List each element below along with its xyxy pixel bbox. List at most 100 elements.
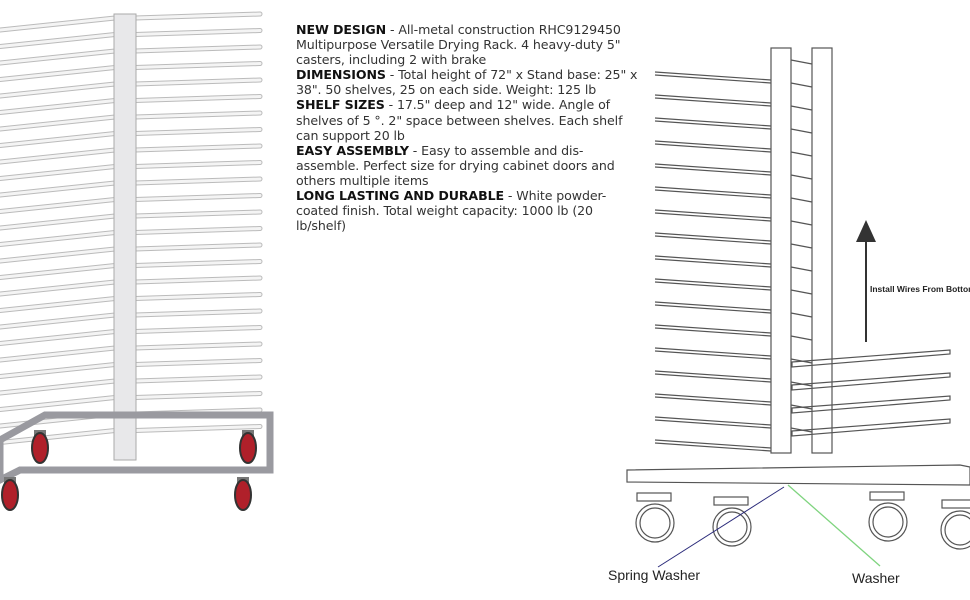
base-frame bbox=[0, 411, 274, 484]
right-shelf-wire-highlight bbox=[133, 392, 262, 399]
caster-wheel bbox=[31, 432, 49, 464]
ladder-rung bbox=[790, 220, 813, 226]
caster-wheel bbox=[635, 503, 675, 543]
ladder-rung bbox=[790, 174, 813, 180]
ladder-rung bbox=[790, 82, 813, 88]
left-shelf-wire bbox=[654, 278, 772, 288]
left-shelf-wire-lower bbox=[654, 74, 772, 84]
caster-wheel bbox=[940, 510, 970, 550]
right-shelf-wire bbox=[791, 418, 951, 437]
left-shelf-wire bbox=[654, 117, 772, 127]
ladder-rung bbox=[790, 151, 813, 157]
left-shelf-wire-lower bbox=[654, 396, 772, 406]
left-shelf-wire-lower bbox=[654, 373, 772, 383]
left-shelf-wire-highlight bbox=[0, 297, 117, 312]
left-shelf-wire-highlight bbox=[0, 280, 117, 296]
drying-rack-photo bbox=[0, 11, 274, 511]
left-shelf-wire-highlight bbox=[0, 165, 117, 180]
right-shelf-wire-highlight bbox=[133, 95, 262, 102]
left-shelf-wire-highlight bbox=[0, 396, 117, 411]
left-shelf-wire-highlight bbox=[0, 181, 117, 197]
left-shelf-wire-highlight bbox=[0, 115, 117, 131]
ladder-rung bbox=[790, 105, 813, 111]
caster-wheel-inner bbox=[944, 514, 970, 546]
spring-washer-leader-line bbox=[657, 486, 785, 568]
feature-durable: LONG LASTING AND DURABLE - White powder-… bbox=[296, 188, 607, 234]
feature-new-design: NEW DESIGN - All-metal construction RHC9… bbox=[296, 22, 621, 68]
base-plate bbox=[626, 464, 970, 486]
right-shelf-wire bbox=[791, 349, 951, 368]
left-shelf-wire-lower bbox=[654, 304, 772, 314]
install-arrow-head bbox=[856, 220, 876, 242]
left-shelf-wire-lower bbox=[654, 235, 772, 245]
left-shelf-wire-lower bbox=[654, 350, 772, 360]
right-shelf-wire-highlight bbox=[133, 78, 262, 86]
ladder-rung bbox=[790, 289, 813, 295]
left-shelf-wire bbox=[654, 255, 772, 265]
left-shelf-wire-lower bbox=[654, 166, 772, 176]
caster-wheel bbox=[239, 432, 257, 464]
left-shelf-wire bbox=[654, 324, 772, 334]
left-shelf-wire-highlight bbox=[0, 346, 117, 362]
caster-wheel bbox=[234, 479, 252, 511]
left-shelf-wire bbox=[654, 163, 772, 173]
left-shelf-wire bbox=[654, 347, 772, 357]
left-shelf-wire bbox=[654, 94, 772, 104]
right-shelf-wire-highlight bbox=[133, 227, 262, 234]
right-shelf-wire-highlight bbox=[133, 260, 262, 267]
caster-wheel-inner bbox=[639, 507, 671, 539]
caster-wheel bbox=[1, 479, 19, 511]
right-shelf-wire-highlight bbox=[133, 161, 262, 168]
left-shelf-wire bbox=[654, 439, 772, 449]
right-shelf-wire-highlight bbox=[133, 111, 262, 119]
caster-wheel bbox=[868, 502, 908, 542]
right-shelf-wire-highlight bbox=[133, 128, 262, 135]
ladder-rung bbox=[790, 197, 813, 203]
left-shelf-wire bbox=[654, 186, 772, 196]
left-shelf-wire-highlight bbox=[0, 82, 117, 98]
right-shelf-wire bbox=[791, 395, 951, 414]
assembly-diagram bbox=[626, 47, 970, 568]
caster-mount bbox=[636, 492, 672, 502]
caster-mount bbox=[941, 499, 970, 509]
right-shelf-wire-highlight bbox=[133, 425, 262, 432]
left-shelf-wire-highlight bbox=[0, 330, 117, 345]
right-shelf-wire-highlight bbox=[133, 375, 262, 383]
left-shelf-wire-highlight bbox=[0, 363, 117, 378]
left-shelf-wire bbox=[654, 71, 772, 81]
left-shelf-wire-lower bbox=[654, 143, 772, 153]
caster-mount bbox=[869, 491, 905, 501]
left-shelf-wire-highlight bbox=[0, 148, 117, 164]
right-shelf-wire-highlight bbox=[133, 144, 262, 152]
left-shelf-wire-highlight bbox=[0, 33, 117, 48]
right-shelf-wire-highlight bbox=[133, 29, 262, 36]
left-shelf-wire-lower bbox=[654, 281, 772, 291]
ladder-rung bbox=[790, 128, 813, 134]
right-shelf-wire-highlight bbox=[133, 342, 262, 350]
left-shelf-wire-lower bbox=[654, 97, 772, 107]
left-shelf-wire-highlight bbox=[0, 198, 117, 213]
right-shelf-wire-highlight bbox=[133, 243, 262, 251]
left-shelf-wire-highlight bbox=[0, 379, 117, 395]
ladder-rung bbox=[790, 266, 813, 272]
left-shelf-wire-lower bbox=[654, 120, 772, 130]
right-shelf-wire-highlight bbox=[133, 62, 262, 69]
left-shelf-wire-lower bbox=[654, 189, 772, 199]
left-shelf-wire-highlight bbox=[0, 231, 117, 246]
left-shelf-wire-highlight bbox=[0, 99, 117, 114]
right-shelf-wire bbox=[791, 372, 951, 391]
caster-wheel-inner bbox=[872, 506, 904, 538]
left-shelf-wire bbox=[654, 393, 772, 403]
right-shelf-wire-highlight bbox=[133, 45, 262, 53]
left-shelf-wire-lower bbox=[654, 419, 772, 429]
washer-label: Washer bbox=[852, 570, 900, 586]
left-shelf-wire bbox=[654, 140, 772, 150]
left-shelf-wire-highlight bbox=[0, 16, 117, 32]
washer-leader-line bbox=[787, 484, 881, 567]
left-shelf-wire bbox=[654, 301, 772, 311]
right-shelf-wire-highlight bbox=[133, 326, 262, 333]
left-shelf-wire-lower bbox=[654, 212, 772, 222]
ladder-rung bbox=[790, 243, 813, 249]
left-shelf-wire-lower bbox=[654, 258, 772, 268]
left-shelf-wire-highlight bbox=[0, 247, 117, 263]
